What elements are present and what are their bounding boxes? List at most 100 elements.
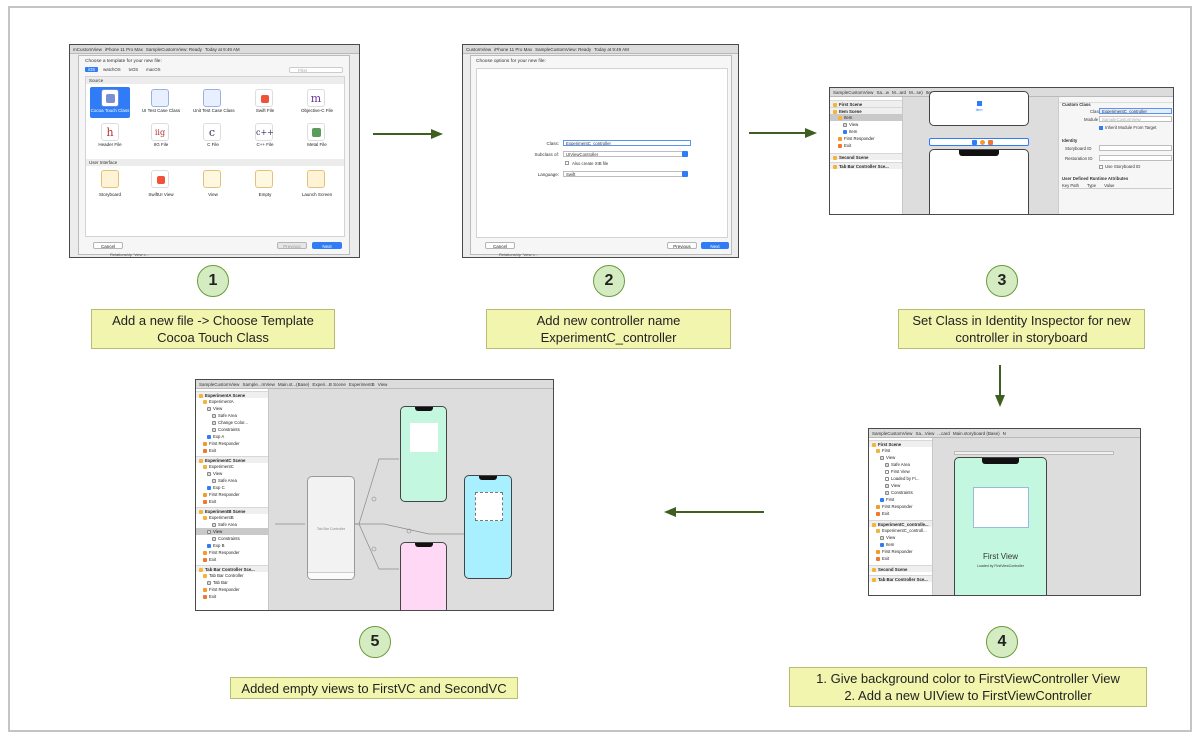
unit-test-case-class-icon[interactable] <box>203 89 221 107</box>
outline-item[interactable]: Safe Area <box>196 477 268 484</box>
ui-test-case-class-icon[interactable] <box>151 89 169 107</box>
breadcrumb-item[interactable]: ExperimentB <box>348 381 375 387</box>
outline-item[interactable]: First Responder <box>196 440 268 447</box>
iig-file-icon[interactable]: iig <box>151 123 169 141</box>
outline-item[interactable]: View <box>869 482 932 489</box>
outline-item[interactable]: ExperimentC_controll... <box>869 527 932 534</box>
outline-item[interactable]: ExperimentB <box>196 514 268 521</box>
outline-item[interactable]: First Responder <box>196 491 268 498</box>
breadcrumb-item[interactable]: Sa...View <box>915 430 935 436</box>
outline-item[interactable]: Exit <box>196 447 268 454</box>
outline-item[interactable]: ExperimentC <box>196 463 268 470</box>
outline-item[interactable]: ExperimentA <box>196 398 268 405</box>
outline-item[interactable]: First <box>869 496 932 503</box>
use-storyboard-id-checkbox[interactable] <box>1099 165 1103 169</box>
breadcrumb-item[interactable]: View <box>377 381 388 387</box>
outline-item[interactable]: First Responder <box>196 586 268 593</box>
view-icon[interactable] <box>203 170 221 188</box>
outline-item[interactable]: View <box>869 534 932 541</box>
metal-file-icon[interactable] <box>307 123 325 141</box>
outline-item[interactable]: Exit <box>196 498 268 505</box>
outline-scene[interactable]: ExperimentC_controlle... <box>869 520 932 527</box>
outline-scene[interactable]: Second Scene <box>869 565 932 572</box>
breadcrumb-item[interactable]: Sample...mView <box>242 381 275 387</box>
module-field[interactable]: SampleCustomView <box>1099 116 1172 122</box>
language-dropdown-icon[interactable] <box>682 171 688 177</box>
outline-item[interactable]: View <box>869 454 932 461</box>
cancel-button[interactable]: Cancel <box>93 242 123 249</box>
subclass-select[interactable]: UIViewController <box>563 151 683 157</box>
outline-item[interactable]: Safe Area <box>196 412 268 419</box>
breadcrumb-item[interactable]: Main.storyboard (Base) <box>952 430 1000 436</box>
tab-ios[interactable]: iOS <box>85 67 99 72</box>
storyboard-icon[interactable] <box>101 170 119 188</box>
outline-item[interactable]: View <box>830 121 902 128</box>
scene-dock[interactable] <box>929 138 1029 146</box>
outline-item[interactable]: Exp B <box>196 542 268 549</box>
outline-item[interactable]: Exit <box>869 510 932 517</box>
outline-item[interactable]: Item <box>869 541 932 548</box>
outline-item[interactable]: View <box>196 470 268 477</box>
outline-item[interactable]: First Responder <box>196 549 268 556</box>
outline-item[interactable]: Item <box>830 114 902 121</box>
outline-item[interactable]: View <box>196 405 268 412</box>
outline-scene[interactable]: ExperimentB Scene <box>196 507 268 514</box>
added-uiview[interactable] <box>973 487 1029 528</box>
class-field[interactable]: ExperimentC_controller <box>1099 108 1172 114</box>
inspector-tabs[interactable] <box>1059 97 1173 103</box>
objective-c-file-icon[interactable]: m <box>307 89 325 107</box>
restoration-id-field[interactable] <box>1099 155 1172 161</box>
previous-button[interactable]: Previous <box>667 242 697 249</box>
previous-button[interactable]: Previous <box>277 242 307 249</box>
outline-item[interactable]: Exp C <box>196 484 268 491</box>
outline-item[interactable]: Item <box>830 128 902 135</box>
outline-item[interactable]: Exit <box>196 556 268 563</box>
breadcrumb-item[interactable]: Sa...w <box>876 89 889 95</box>
outline-item[interactable]: Exit <box>869 555 932 562</box>
outline-scene[interactable]: ExperimentA Scene <box>196 391 268 398</box>
outline-scene[interactable]: Tab Bar Controller Sce... <box>830 162 902 169</box>
tab-macos[interactable]: macOS <box>146 67 161 72</box>
outline-item[interactable]: Exp A <box>196 433 268 440</box>
outline-scene[interactable]: First Scene <box>869 440 932 447</box>
next-button[interactable]: Next <box>312 242 342 249</box>
outline-scene[interactable]: Item Scene <box>830 107 902 114</box>
empty-icon[interactable] <box>255 170 273 188</box>
tab-watchos[interactable]: watchOS <box>103 67 121 72</box>
outline-item[interactable]: View <box>196 528 268 535</box>
experiment-a-subview[interactable] <box>410 423 438 452</box>
header-file-icon[interactable]: h <box>101 123 119 141</box>
outline-item[interactable]: First View <box>869 468 932 475</box>
outline-item[interactable]: Exit <box>196 593 268 600</box>
outline-item[interactable]: Constraints <box>196 535 268 542</box>
swift-file-icon[interactable] <box>255 89 273 107</box>
breadcrumb-item[interactable]: N <box>1002 430 1006 436</box>
outline-item[interactable]: Exit <box>830 142 902 149</box>
cancel-button[interactable]: Cancel <box>485 242 515 249</box>
storyboard-id-field[interactable] <box>1099 145 1172 151</box>
next-button[interactable]: Next <box>701 242 729 249</box>
breadcrumb-item[interactable]: Experi...B Scene <box>312 381 346 387</box>
outline-item[interactable]: Tab Bar <box>196 579 268 586</box>
language-select[interactable]: Swift <box>563 171 683 177</box>
breadcrumb-item[interactable]: M...ard <box>891 89 906 95</box>
outline-item[interactable]: Change Color... <box>196 419 268 426</box>
outline-item[interactable]: Tab Bar Controller <box>196 572 268 579</box>
outline-scene[interactable]: Tab Bar Controller Sce... <box>196 565 268 572</box>
outline-item[interactable]: First <box>869 447 932 454</box>
breadcrumb-item[interactable]: SampleCustomView <box>199 381 240 387</box>
breadcrumb-item[interactable]: M...se) <box>908 89 923 95</box>
breadcrumb-item[interactable]: SampleCustomView <box>872 430 913 436</box>
breadcrumb-item[interactable]: Main.st...(Base) <box>277 381 310 387</box>
outline-item[interactable]: First Responder <box>830 135 902 142</box>
outline-scene[interactable]: Tab Bar Controller Sce... <box>869 575 932 582</box>
swiftui-view-icon[interactable] <box>151 170 169 188</box>
class-field[interactable]: ExperimentC_controller <box>563 140 691 146</box>
cpp-file-icon[interactable]: c++ <box>255 123 274 141</box>
experiment-b-subview[interactable] <box>475 492 503 521</box>
outline-scene[interactable]: ExperimentC Scene <box>196 456 268 463</box>
outline-scene[interactable]: First Scene <box>830 100 902 107</box>
outline-item[interactable]: First Responder <box>869 548 932 555</box>
c-file-icon[interactable]: c <box>203 123 221 141</box>
inherit-checkbox[interactable] <box>1099 126 1103 130</box>
